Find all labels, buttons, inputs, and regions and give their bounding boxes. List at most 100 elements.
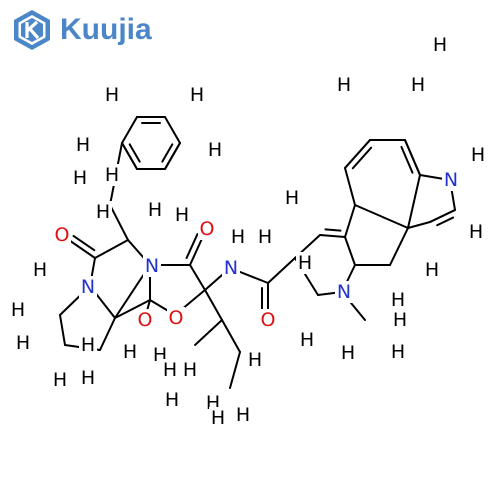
bond-line [429,209,456,223]
hydrogen-label: H [469,221,483,243]
hydrogen-label: H [76,134,90,156]
atom-label-bg [71,167,89,189]
hydrogen-label: H [81,367,95,389]
atom-label-bg [467,221,485,243]
atom-label-bg [188,84,206,106]
bond-line [94,239,129,259]
atom-label-bg [94,201,112,223]
atom-label-bg [283,187,301,209]
atom-label-bg [161,359,179,381]
atom-label-bg [31,259,49,281]
hydrogen-label: H [53,369,67,391]
atom-label-bg [79,334,97,356]
double-bond-line [324,228,342,232]
atom-label-bg [259,309,277,331]
hydrogen-label: H [175,204,189,226]
bond-line [407,221,431,229]
atom-label-bg [431,34,449,56]
double-bond-line [185,233,199,259]
double-bond-line [72,234,96,252]
hydrogen-label: H [411,74,425,96]
hydrogen-label: H [11,299,25,321]
atom-label-bg [298,329,316,351]
hydrogen-label: H [433,34,447,56]
bond-line [189,264,206,291]
hydrogen-label: H [163,359,177,381]
bond-line [319,234,346,238]
atom-label-bg [14,332,32,354]
bond-line [344,139,371,169]
hydrogen-label: H [105,164,119,186]
hydrogen-label: H [425,259,439,281]
hydrogen-label: H [165,389,179,411]
atom-label-bg [79,367,97,389]
hydrogen-label: H [300,329,314,351]
atom-label-bg [423,259,441,281]
hydrogen-label: H [337,74,351,96]
bond-line [404,139,421,176]
bond-line [229,351,241,389]
atom-label-bg [229,226,247,248]
atom-label-bg [53,224,71,246]
bond-line [194,319,223,346]
atom-label-bg [163,389,181,411]
atom-label-bg [335,281,353,303]
hydrogen-label: H [81,334,95,356]
hydroxyl-oxygen-label: O [138,309,153,331]
hydrogen-label: H [341,342,355,364]
site-logo: Kuujia [10,8,152,52]
atom-label-bg [391,309,409,331]
atom-label-bg [256,226,274,248]
hydrogen-label: H [236,404,250,426]
amide-nitrogen-label: N [224,257,238,279]
atom-label-bg [198,218,216,240]
bond-line [164,142,181,170]
atom-label-bg [409,74,427,96]
hydrogen-label: H [148,199,162,221]
logo-text: Kuujia [60,13,152,46]
hydrogen-label: H [258,226,272,248]
hydrogen-label: H [285,187,299,209]
atom-label-bg [173,204,191,226]
double-bond-line [161,143,174,163]
bond-line [407,174,421,229]
nitrogen-label: N [337,281,351,303]
bond-line [344,236,356,266]
hydrogen-label: H [190,84,204,106]
oxygen-label: O [55,224,70,246]
atom-label-bg [246,349,264,371]
hydrogen-label: H [105,84,119,106]
nitrogen-label: N [145,255,159,277]
atom-label-bg [146,199,164,221]
hydrogen-label: H [471,144,485,166]
bond-line [204,289,223,321]
atom-label-bg [79,276,97,298]
double-bond-line [351,146,373,170]
hydrogen-label: H [73,167,87,189]
atom-label-bg [167,307,185,329]
atom-label-bg [389,341,407,363]
bond-line [109,204,129,241]
atom-label-bg [222,257,240,279]
hydrogen-label: H [33,259,47,281]
bond-line [344,204,356,238]
atom-label-bg [209,407,227,429]
double-bond-line [128,143,141,163]
atom-label-bg [136,309,154,331]
bond-line [354,204,409,229]
hydrogen-label: H [183,359,197,381]
atom-label-bg [121,341,139,363]
hydrogen-label: H [16,332,30,354]
atom-label-bg [389,289,407,311]
hydrogen-label: H [391,289,405,311]
oxygen-label: O [169,307,184,329]
nitrogen-label: N [81,276,95,298]
bond-line [344,167,356,206]
atom-label-bg [469,144,487,166]
hydrogen-label: H [298,252,312,274]
atom-label-bg [181,359,199,381]
atom-label-bg [296,252,314,274]
bond-line [121,142,138,170]
atom-label-bg [9,299,27,321]
